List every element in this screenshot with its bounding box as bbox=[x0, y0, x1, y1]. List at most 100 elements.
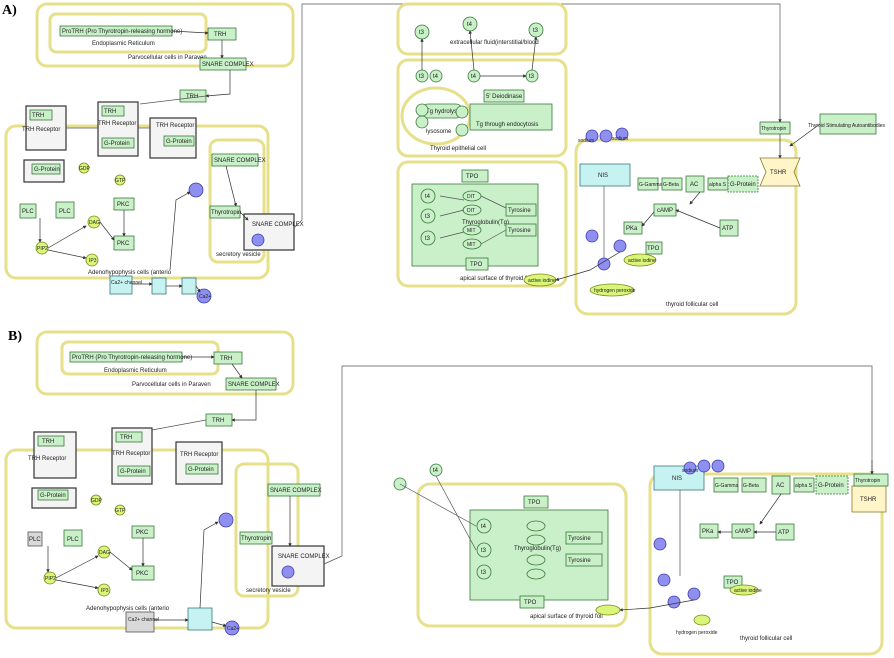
svg-text:TRH: TRH bbox=[120, 435, 132, 441]
er-label: Endoplasmic Reticulum bbox=[92, 41, 155, 47]
svg-text:GDP: GDP bbox=[91, 498, 103, 504]
svg-text:IP3: IP3 bbox=[101, 588, 109, 594]
svg-text:thyroid follicular cell: thyroid follicular cell bbox=[666, 302, 718, 308]
svg-text:active iodine: active iodine bbox=[528, 278, 556, 284]
secretory-label: secretory vesicle bbox=[216, 252, 261, 258]
trh-label-a2: TRH bbox=[186, 94, 198, 100]
tpo-node-a2[interactable] bbox=[465, 257, 489, 271]
svg-text:secretory vesicle: secretory vesicle bbox=[246, 588, 291, 594]
svg-text:GDP: GDP bbox=[79, 166, 91, 172]
ip3-node-a[interactable] bbox=[85, 253, 99, 267]
svg-text:TRH: TRH bbox=[32, 113, 44, 119]
svg-text:PKa: PKa bbox=[702, 529, 714, 535]
ca-node-a2[interactable] bbox=[188, 182, 204, 198]
h2o2-node-a[interactable] bbox=[589, 283, 635, 297]
svg-text:G-Protein: G-Protein bbox=[818, 483, 844, 489]
svg-text:Adenohypophysis cells (anterio: Adenohypophysis cells (anterio bbox=[86, 606, 170, 612]
svg-text:SNARE COMPLEX: SNARE COMPLEX bbox=[270, 488, 322, 494]
tpo-node-a1[interactable] bbox=[461, 169, 489, 183]
svg-text:Tyrosine: Tyrosine bbox=[568, 558, 591, 564]
svg-text:hydrogen peroxide: hydrogen peroxide bbox=[594, 288, 636, 294]
svg-text:TRH: TRH bbox=[104, 109, 116, 115]
paraventricular-compartment bbox=[35, 2, 295, 68]
gtp-node-a[interactable] bbox=[114, 174, 126, 186]
ca-node-a1[interactable] bbox=[196, 288, 212, 304]
svg-text:NIS: NIS bbox=[672, 476, 682, 482]
plc-node-a2[interactable] bbox=[55, 201, 75, 219]
plc-node-a1[interactable] bbox=[19, 203, 37, 219]
svg-text:TRH Receptor: TRH Receptor bbox=[112, 451, 150, 457]
svg-text:t4: t4 bbox=[467, 22, 473, 28]
svg-text:t4: t4 bbox=[481, 524, 487, 530]
svg-text:SNARE COMPLEX: SNARE COMPLEX bbox=[214, 158, 266, 164]
svg-text:Thyrotropin: Thyrotropin bbox=[855, 478, 881, 484]
svg-text:Thyroglobulin(Tg): Thyroglobulin(Tg) bbox=[462, 220, 509, 226]
svg-text:apical surface of thyroid foll: apical surface of thyroid foll bbox=[530, 614, 603, 620]
apical-compartment-b bbox=[416, 482, 628, 628]
adenohypophysis-label: Adenohypophysis cells (anterio bbox=[88, 270, 172, 276]
snare-ca-complex-a[interactable] bbox=[243, 213, 295, 251]
svg-text:Ca2+ channel: Ca2+ channel bbox=[128, 617, 159, 623]
svg-text:MIT: MIT bbox=[467, 242, 476, 248]
svg-text:SNARE COMPLEX: SNARE COMPLEX bbox=[278, 554, 330, 560]
svg-text:AC: AC bbox=[690, 182, 699, 188]
svg-text:t4: t4 bbox=[433, 74, 439, 80]
svg-text:active iodine: active iodine bbox=[628, 258, 656, 264]
svg-text:ATP: ATP bbox=[778, 530, 789, 536]
svg-text:TSHR: TSHR bbox=[770, 170, 787, 176]
svg-text:NIS: NIS bbox=[598, 173, 608, 179]
svg-text:apical surface of thyroid foll: apical surface of thyroid foll bbox=[460, 276, 533, 282]
svg-text:TSHR: TSHR bbox=[860, 497, 877, 503]
svg-text:Parvocellular cells in Paraven: Parvocellular cells in Paraven bbox=[132, 382, 211, 388]
svg-text:PKC: PKC bbox=[117, 241, 130, 247]
svg-text:AC: AC bbox=[776, 483, 785, 489]
svg-text:Endoplasmic Reticulum: Endoplasmic Reticulum bbox=[104, 368, 167, 374]
svg-text:thyroid follicular cell: thyroid follicular cell bbox=[740, 636, 792, 642]
tg-endocytosis-node[interactable] bbox=[469, 103, 553, 131]
svg-text:TRH Receptor: TRH Receptor bbox=[28, 456, 66, 462]
tshr-node-a[interactable] bbox=[759, 157, 801, 187]
tsh-node-a[interactable] bbox=[759, 121, 791, 135]
protrh-label: ProTRH (Pro Thyrotropin-releasing hormon… bbox=[62, 29, 182, 35]
svg-text:Thyrotropin: Thyrotropin bbox=[241, 536, 271, 542]
svg-text:t4: t4 bbox=[425, 194, 431, 200]
svg-text:DAG: DAG bbox=[89, 220, 100, 226]
svg-text:MIT: MIT bbox=[467, 228, 476, 234]
svg-text:Ca2+: Ca2+ bbox=[227, 626, 239, 632]
svg-text:G-Protein: G-Protein bbox=[40, 493, 66, 499]
svg-text:PLC: PLC bbox=[59, 209, 71, 215]
svg-text:G-Beta: G-Beta bbox=[663, 182, 679, 188]
svg-text:t3: t3 bbox=[529, 74, 535, 80]
extracellular-compartment bbox=[396, 2, 568, 56]
svg-text:TRH: TRH bbox=[42, 439, 54, 445]
ca-channel-a2[interactable] bbox=[151, 277, 167, 295]
svg-text:5' Deiodinase: 5' Deiodinase bbox=[486, 94, 523, 100]
ca-channel-a3[interactable] bbox=[181, 277, 197, 295]
svg-text:t3: t3 bbox=[419, 74, 425, 80]
svg-text:SNARE COMPLEX: SNARE COMPLEX bbox=[228, 382, 280, 388]
svg-text:GTP: GTP bbox=[115, 508, 126, 514]
svg-text:PLC: PLC bbox=[29, 537, 41, 543]
svg-text:cAMP: cAMP bbox=[657, 208, 673, 214]
snare-node-a2[interactable] bbox=[211, 153, 259, 167]
nis-node-a[interactable] bbox=[579, 163, 631, 187]
svg-text:sodium: sodium bbox=[682, 468, 698, 474]
svg-text:Tyrosine: Tyrosine bbox=[568, 536, 591, 542]
svg-text:DIT: DIT bbox=[467, 194, 475, 200]
svg-text:PKC: PKC bbox=[117, 202, 130, 208]
svg-text:PLC: PLC bbox=[22, 209, 34, 215]
snare-label-a1: SNARE COMPLEX bbox=[202, 62, 254, 68]
deiodinase-node[interactable] bbox=[483, 89, 525, 103]
svg-text:TPO: TPO bbox=[647, 246, 660, 252]
svg-text:Tyrosine: Tyrosine bbox=[508, 208, 531, 214]
svg-text:PIP2: PIP2 bbox=[45, 576, 56, 582]
svg-text:alpha S: alpha S bbox=[709, 182, 727, 188]
gdp-node-a[interactable] bbox=[78, 162, 90, 174]
svg-text:TPO: TPO bbox=[470, 262, 483, 268]
svg-text:DIT: DIT bbox=[467, 208, 475, 214]
svg-text:PLC: PLC bbox=[67, 537, 79, 543]
svg-text:Thyrotropin: Thyrotropin bbox=[211, 210, 241, 216]
svg-text:DAG: DAG bbox=[99, 550, 110, 556]
ca-channel-a[interactable] bbox=[109, 275, 133, 295]
svg-text:G-Protein: G-Protein bbox=[188, 467, 214, 473]
